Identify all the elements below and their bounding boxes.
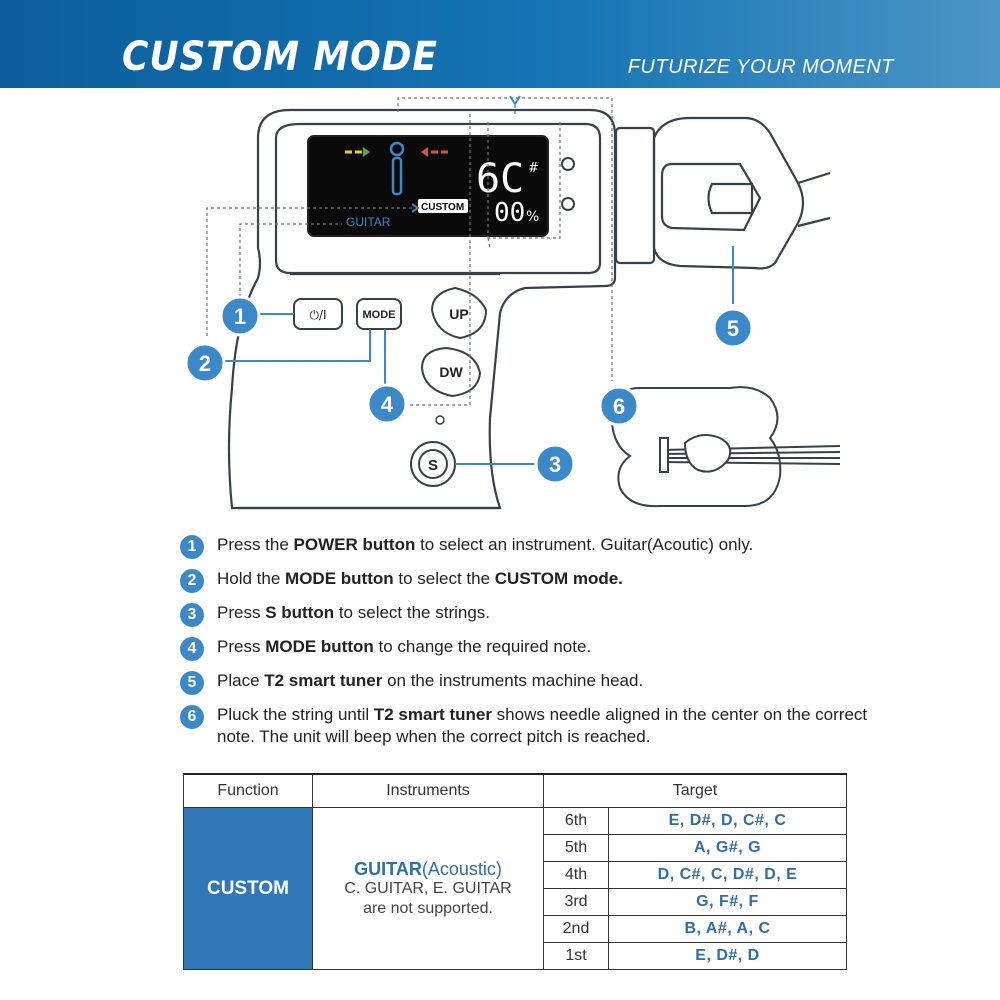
callout-6: 6 (598, 385, 640, 427)
device-diagram: 6C # 00 % GUITAR CUSTOM ⏻/I MODE UP DW (0, 88, 1000, 518)
svg-text:⏻/I: ⏻/I (309, 308, 326, 322)
instrument-note-1: C. GUITAR, E. GUITAR (344, 879, 512, 897)
step-number-badge: 1 (180, 535, 204, 559)
step-item: 1 Press the POWER button to select an ins… (180, 534, 880, 568)
svg-text:3: 3 (549, 452, 561, 477)
svg-text:MODE: MODE (363, 309, 396, 321)
step-text: Hold the (217, 569, 286, 588)
svg-text:UP: UP (449, 306, 468, 322)
callout-4: 4 (366, 383, 408, 425)
step-emphasis: T2 smart tuner (264, 671, 383, 690)
step-text: on the instruments machine head. (382, 671, 644, 690)
string-cell: 3rd (543, 888, 609, 916)
instrument-main: GUITAR (354, 858, 422, 879)
step-emphasis: MODE button (285, 569, 394, 588)
step-item: 4 Press MODE button to change the require… (180, 636, 880, 670)
custom-mode-box (418, 199, 468, 213)
tuning-needle (345, 141, 448, 196)
step-text: Place (217, 671, 265, 690)
tuner-clip (614, 116, 831, 270)
instrument-note-2: are not supported. (363, 899, 493, 917)
target-cell: B, A#, A, C (608, 915, 847, 943)
mic-hole (435, 415, 445, 425)
function-cell: CUSTOM (183, 807, 313, 970)
step-emphasis: POWER button (293, 535, 416, 554)
s-button[interactable]: S (410, 441, 456, 487)
step-item: 3 Press S button to select the strings. (180, 602, 880, 636)
string-cell: 6th (543, 807, 609, 835)
step-text: Press the (217, 535, 294, 554)
tagline: FUTURIZE YOUR MOMENT (627, 56, 894, 78)
svg-text:S: S (428, 457, 438, 474)
step-number-badge: 4 (180, 637, 204, 661)
svg-text:1: 1 (234, 304, 246, 329)
cents-display: 00 (494, 198, 525, 228)
header-banner: CUSTOM MODE FUTURIZE YOUR MOMENT (0, 0, 1000, 88)
step-number-badge: 3 (180, 603, 204, 627)
string-cell: 5th (543, 834, 609, 862)
header-target: Target (543, 773, 847, 808)
step-item: 6 Pluck the string until T2 smart tuner s… (180, 704, 880, 760)
string-cell: 2nd (543, 915, 609, 943)
step-text: to select the strings. (334, 603, 491, 622)
sharp-symbol: # (528, 161, 539, 176)
guitar-inset (610, 386, 841, 508)
target-cell: G, F#, F (608, 888, 847, 916)
step-text: shows needle aligned in the center on th… (217, 705, 868, 746)
step-text: Pluck the string until (217, 705, 374, 724)
instrument-label: GUITAR (346, 215, 391, 229)
leader-lines (206, 97, 613, 406)
callout-5: 5 (712, 307, 754, 349)
step-number-badge: 6 (180, 705, 204, 729)
target-cell: A, G#, G (608, 834, 847, 862)
target-cell: E, D#, D, C#, C (608, 807, 847, 835)
step-text: Press (217, 603, 266, 622)
mode-button[interactable]: MODE (356, 298, 402, 330)
svg-text:2: 2 (199, 351, 211, 376)
percent-symbol: % (526, 209, 539, 225)
solid-leaders (224, 95, 734, 465)
step-item: 2 Hold the MODE button to select the CUST… (180, 568, 880, 602)
callout-2: 2 (184, 342, 226, 384)
note-display: 6C (476, 156, 524, 202)
step-emphasis: T2 smart tuner (373, 705, 492, 724)
step-text: to select an instrument. Guitar(Acoutic)… (415, 535, 754, 554)
step-number-badge: 5 (180, 671, 204, 695)
led-bottom (561, 197, 575, 211)
step-emphasis: MODE button (265, 637, 374, 656)
function-table: Function Instruments Target CUSTOM GUITA… (183, 773, 847, 970)
svg-text:5: 5 (727, 316, 739, 341)
step-number-badge: 2 (180, 569, 204, 593)
step-text: to change the required note. (373, 637, 592, 656)
step-emphasis: S button (265, 603, 335, 622)
svg-text:4: 4 (381, 392, 394, 417)
page-title: CUSTOM MODE (122, 34, 438, 80)
step-item: 5 Place T2 smart tuner on the instruments… (180, 670, 880, 704)
power-button[interactable]: ⏻/I (293, 298, 343, 330)
down-button[interactable]: DW (420, 346, 482, 398)
callout-3: 3 (534, 443, 576, 485)
svg-text:6: 6 (613, 394, 625, 419)
string-cell: 4th (543, 861, 609, 889)
tuner-body (227, 108, 617, 510)
instruction-steps: 1 Press the POWER button to select an ins… (180, 534, 880, 760)
header-function: Function (183, 773, 313, 808)
up-button[interactable]: UP (430, 286, 488, 340)
target-cell: D, C#, C, D#, D, E (608, 861, 847, 889)
header-instruments: Instruments (312, 773, 544, 808)
string-cell: 1st (543, 942, 609, 970)
custom-mode-label: CUSTOM (421, 202, 464, 213)
step-text: Press (217, 637, 266, 656)
callout-1: 1 (219, 295, 261, 337)
led-top (561, 157, 575, 171)
step-text: to select the (393, 569, 495, 588)
target-cell: E, D#, D (608, 942, 847, 970)
instruments-cell: GUITAR(Acoustic) C. GUITAR, E. GUITAR ar… (312, 807, 544, 970)
step-emphasis: CUSTOM mode. (494, 569, 623, 588)
svg-text:DW: DW (439, 364, 463, 380)
instrument-sub: (Acoustic) (421, 858, 502, 879)
